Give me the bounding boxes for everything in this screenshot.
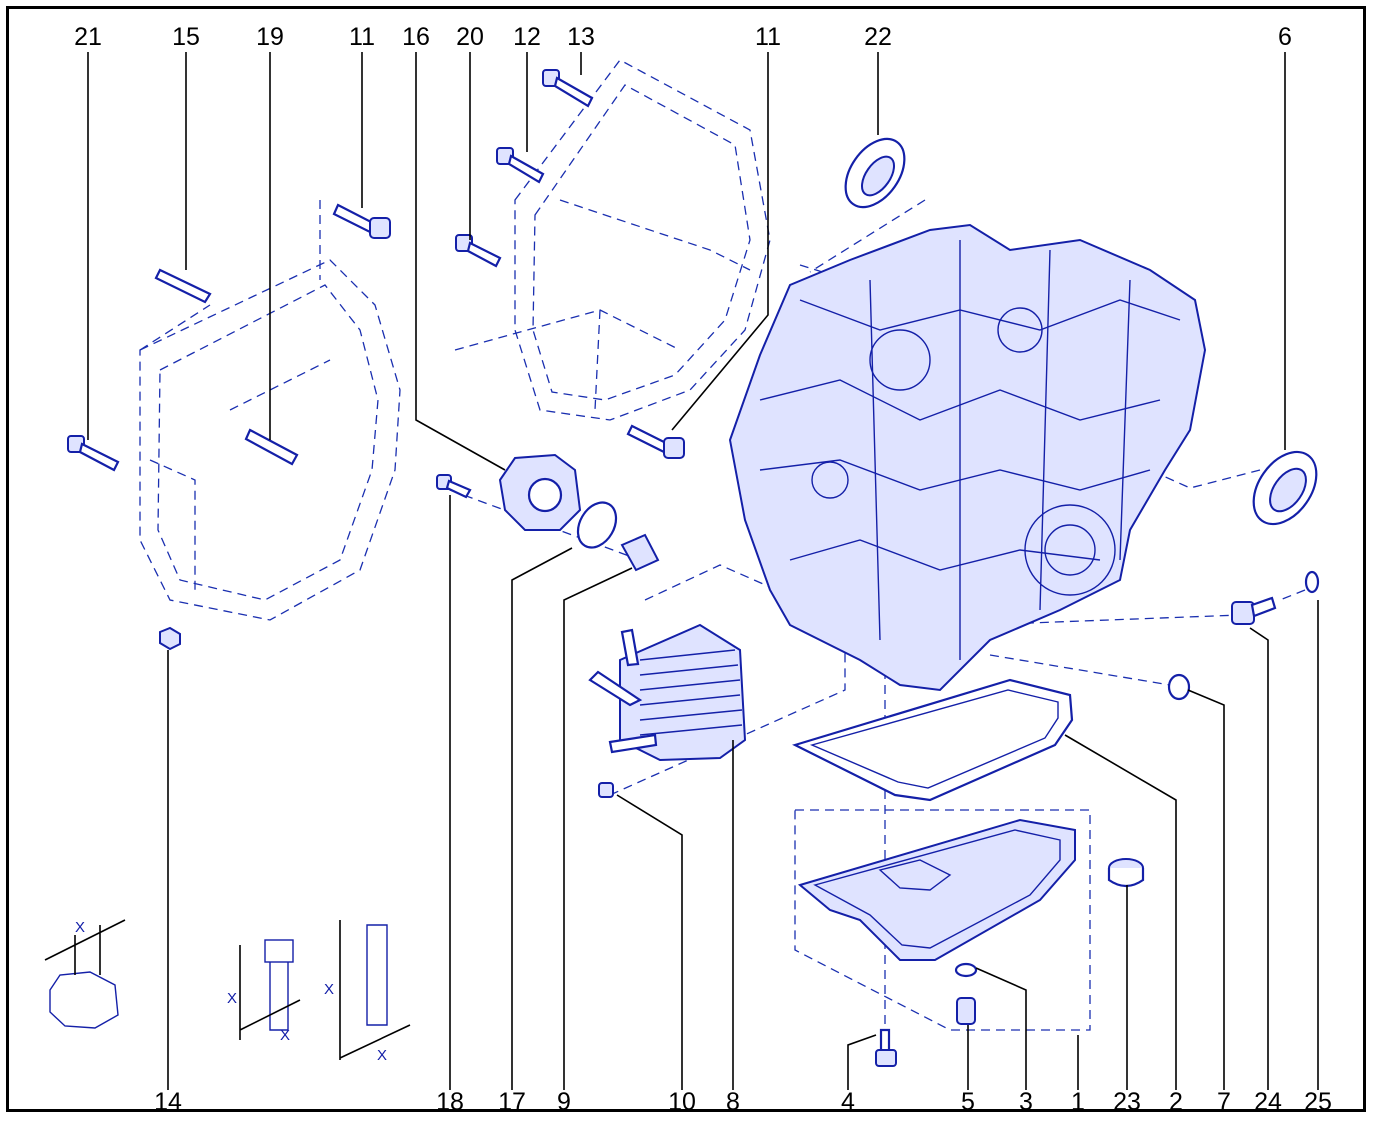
callout-8: 8 — [726, 1088, 740, 1116]
callout-12: 12 — [513, 23, 541, 51]
callout-22: 22 — [864, 23, 892, 51]
dimension-x-bolt-length: X — [227, 990, 237, 1007]
filter-9 — [620, 533, 660, 572]
bolt-4 — [875, 1028, 897, 1067]
bolt-10 — [598, 782, 614, 798]
ring-25 — [1304, 570, 1320, 594]
oil-cooler-8 — [588, 623, 747, 762]
callout-21: 21 — [74, 23, 102, 51]
bolt-13 — [542, 69, 594, 108]
upper-cover-outline — [454, 59, 771, 421]
callout-7: 7 — [1217, 1088, 1231, 1116]
callout-4: 4 — [841, 1088, 855, 1116]
seal-22 — [844, 137, 906, 209]
callout-11-left: 11 — [349, 23, 375, 51]
dimension-x-nut: X — [75, 919, 85, 936]
callout-2: 2 — [1169, 1088, 1183, 1116]
nut-14 — [159, 626, 181, 651]
diagram-frame — [6, 6, 1366, 1112]
bottom-callouts: 14 18 17 9 10 8 4 5 3 1 23 2 7 24 25 — [154, 1088, 1332, 1116]
bolt-11-left — [332, 203, 391, 239]
dimension-x-stud-width: X — [377, 1047, 387, 1064]
bolt-11-right — [626, 424, 685, 459]
stud-19 — [244, 428, 299, 466]
drain-plug-5 — [956, 997, 976, 1025]
bolt-18 — [436, 474, 472, 499]
callout-5: 5 — [961, 1088, 975, 1116]
bolt-20 — [455, 234, 502, 268]
callout-24: 24 — [1254, 1088, 1282, 1116]
callout-14: 14 — [154, 1088, 182, 1116]
callout-15: 15 — [172, 23, 200, 51]
oil-pan — [797, 818, 1076, 961]
leader-lines — [87, 52, 1319, 1090]
o-ring-7 — [1167, 673, 1191, 701]
callout-18: 18 — [436, 1088, 464, 1116]
bolt-12 — [496, 147, 545, 184]
callout-19: 19 — [256, 23, 284, 51]
callout-13: 13 — [567, 23, 595, 51]
callout-11-right: 11 — [755, 23, 781, 51]
dimension-detail-nut — [44, 919, 126, 1029]
dimension-detail-stud — [339, 920, 411, 1060]
spacer-23 — [1107, 858, 1145, 888]
callout-20: 20 — [456, 23, 484, 51]
top-callouts: 21 15 19 11 16 20 12 13 11 22 6 — [74, 23, 1292, 51]
left-cover-outline — [139, 200, 401, 621]
callout-25: 25 — [1304, 1088, 1332, 1116]
callout-9: 9 — [557, 1088, 571, 1116]
seal-6 — [1252, 450, 1318, 526]
dimension-x-stud-length: X — [324, 981, 334, 998]
callout-3: 3 — [1019, 1088, 1033, 1116]
washer-3 — [954, 962, 978, 978]
gasket-2 — [792, 678, 1074, 802]
dimension-detail-bolt — [239, 939, 301, 1040]
adapter-16 — [498, 453, 582, 531]
callout-16: 16 — [402, 23, 430, 51]
o-ring-17 — [576, 501, 618, 549]
stud-15 — [154, 268, 212, 304]
callout-6: 6 — [1278, 23, 1292, 51]
bolt-21 — [67, 435, 120, 472]
callout-17: 17 — [498, 1088, 526, 1116]
bolt-24 — [1231, 596, 1277, 625]
callout-1: 1 — [1071, 1088, 1085, 1116]
callout-10: 10 — [668, 1088, 696, 1116]
callout-23: 23 — [1113, 1088, 1141, 1116]
dimension-x-bolt-width: X — [280, 1027, 290, 1044]
transmission-housing — [728, 223, 1207, 692]
dimension-marks: X X X X X — [75, 919, 387, 1064]
